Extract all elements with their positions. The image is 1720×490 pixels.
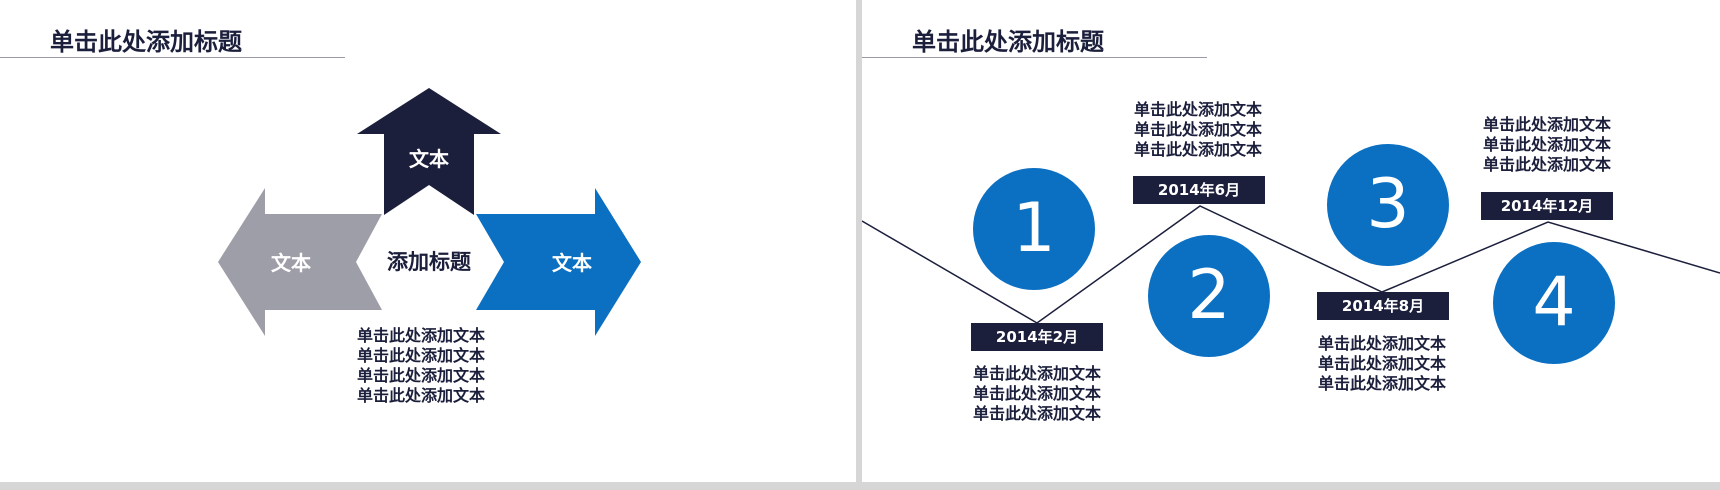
milestone-circle-1[interactable]: 1 xyxy=(973,168,1095,290)
arrow-left-label[interactable]: 文本 xyxy=(271,251,311,275)
milestone-text-4[interactable]: 单击此处添加文本 单击此处添加文本 单击此处添加文本 xyxy=(1483,115,1611,175)
milestone-circle-4[interactable]: 4 xyxy=(1493,242,1615,364)
title-divider xyxy=(862,57,1207,58)
milestone-text-line: 单击此处添加文本 xyxy=(1483,135,1612,154)
arrow-up-label[interactable]: 文本 xyxy=(409,147,449,171)
body-line: 单击此处添加文本 xyxy=(357,366,486,385)
milestone-text-line: 单击此处添加文本 xyxy=(973,364,1102,383)
milestone-text-line: 单击此处添加文本 xyxy=(1483,115,1612,134)
milestone-date-1[interactable]: 2014年2月 xyxy=(971,323,1103,351)
milestone-date-3[interactable]: 2014年8月 xyxy=(1317,292,1449,320)
milestone-text-3[interactable]: 单击此处添加文本 单击此处添加文本 单击此处添加文本 xyxy=(1318,334,1446,394)
milestone-circle-3[interactable]: 3 xyxy=(1327,144,1449,266)
center-title[interactable]: 添加标题 xyxy=(387,250,471,274)
milestone-text-line: 单击此处添加文本 xyxy=(1134,120,1263,139)
milestone-text-line: 单击此处添加文本 xyxy=(1134,140,1263,159)
milestone-text-line: 单击此处添加文本 xyxy=(973,404,1102,423)
timeline-zigzag xyxy=(862,205,1720,324)
slide-title[interactable]: 单击此处添加标题 xyxy=(50,28,242,56)
arrow-right-shape[interactable] xyxy=(476,188,641,336)
milestone-circle-2[interactable]: 2 xyxy=(1148,235,1270,357)
slide-right: 单击此处添加标题 1 2 3 4 2014年2月 2014年6月 2014年8月… xyxy=(862,0,1720,482)
arrow-left-shape[interactable] xyxy=(218,188,382,336)
slide-left: 单击此处添加标题 文本 文本 文本 添加标题 单击此处添加文本 单击此处添加文本… xyxy=(0,0,856,482)
body-line: 单击此处添加文本 xyxy=(357,386,486,405)
slide-title[interactable]: 单击此处添加标题 xyxy=(912,28,1104,56)
milestone-text-line: 单击此处添加文本 xyxy=(1134,100,1263,119)
three-arrows-diagram xyxy=(218,88,641,336)
arrow-right-label[interactable]: 文本 xyxy=(552,251,592,275)
arrow-up-shape[interactable] xyxy=(357,88,501,215)
milestone-text-line: 单击此处添加文本 xyxy=(1483,155,1612,174)
milestone-date-4[interactable]: 2014年12月 xyxy=(1481,192,1613,220)
title-divider xyxy=(0,57,345,58)
timeline-line xyxy=(862,205,1720,324)
milestone-text-1[interactable]: 单击此处添加文本 单击此处添加文本 单击此处添加文本 xyxy=(973,364,1101,424)
body-line: 单击此处添加文本 xyxy=(357,326,486,345)
milestone-text-line: 单击此处添加文本 xyxy=(1318,374,1447,393)
body-text[interactable]: 单击此处添加文本 单击此处添加文本 单击此处添加文本 单击此处添加文本 xyxy=(357,326,485,406)
milestone-text-line: 单击此处添加文本 xyxy=(973,384,1102,403)
milestone-date-2[interactable]: 2014年6月 xyxy=(1133,176,1265,204)
body-line: 单击此处添加文本 xyxy=(357,346,486,365)
milestone-text-line: 单击此处添加文本 xyxy=(1318,334,1447,353)
milestone-text-line: 单击此处添加文本 xyxy=(1318,354,1447,373)
milestone-text-2[interactable]: 单击此处添加文本 单击此处添加文本 单击此处添加文本 xyxy=(1134,100,1262,160)
